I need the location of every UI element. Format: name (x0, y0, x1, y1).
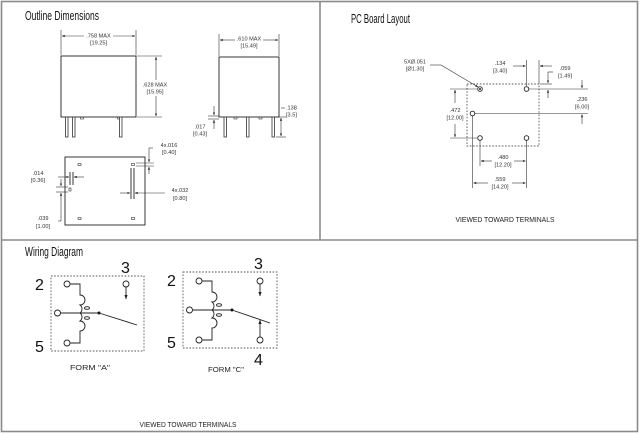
terminal-label-3: 3 (121, 260, 130, 277)
pin (72, 116, 76, 138)
relay-body-front (60, 55, 137, 118)
dim-472-mm: [12.00] (446, 116, 464, 122)
dim-236-in: .236 (577, 97, 588, 103)
dim-480-in: .480 (498, 155, 509, 161)
dim-559-in: .559 (495, 177, 506, 183)
pin-length-mm: [3.5] (286, 113, 297, 119)
dim-480-mm: [12.20] (494, 163, 512, 169)
pcb-viewed-toward-terminals: VIEWED TOWARD TERMINALS (456, 215, 555, 224)
pcb-hole (469, 110, 476, 117)
pin (119, 116, 123, 138)
side-view: .610 MAX [15.49] .017 [0.43] .138 [3.5] (193, 34, 297, 138)
terminal-label-5: 5 (35, 339, 44, 356)
dim-059-in: .059 (560, 66, 571, 72)
standoff-mm: [0.43] (193, 132, 207, 138)
pin-offset-in: .039 (38, 216, 49, 222)
armature-contact (231, 309, 271, 324)
pin (271, 116, 275, 138)
form-c-label: FORM "C" (208, 365, 244, 374)
terminal-label-4: 4 (254, 352, 263, 369)
side-width-in: .610 MAX (237, 37, 262, 43)
relay-body-side (218, 56, 280, 118)
form-c-outline (182, 271, 278, 349)
terminal-label-2: 2 (167, 273, 176, 290)
pc-board-layout-title: PC Board Layout (351, 12, 410, 26)
pin-pad (77, 163, 82, 166)
pin-width-b-mm: [0.80] (173, 196, 187, 202)
pc-board-layout-section: PC Board Layout 5XØ.051 [Ø1.30] .472 [12… (351, 12, 589, 224)
pin-length-in: .138 (286, 106, 297, 112)
relay-footprint-outline (466, 83, 540, 147)
dim-236-mm: [6.00] (575, 105, 589, 111)
wiring-viewed-toward-terminals: VIEWED TOWARD TERMINALS (140, 420, 237, 429)
pin-thickness-in: .014 (33, 171, 44, 177)
front-width-mm: [19.25] (90, 41, 108, 47)
dim-472-in: .472 (450, 108, 461, 114)
pin-offset-mm: [1.00] (36, 224, 50, 230)
terminal-label-5: 5 (167, 335, 176, 352)
terminal-label-2: 2 (35, 277, 44, 294)
pin (246, 116, 250, 138)
side-width-mm: [15.49] (240, 44, 258, 50)
form-c-diagram: 2 3 5 4 FORM "C" (167, 256, 278, 374)
armature-contact (98, 312, 138, 326)
coil (70, 283, 86, 344)
form-a-outline (50, 275, 145, 352)
front-height-mm: [15.95] (146, 90, 164, 96)
standoff-in: .017 (195, 125, 206, 131)
dim-134-mm: [3.40] (493, 69, 507, 75)
relay-body-bottom (64, 156, 146, 226)
pin-width-a-in: 4x.016 (161, 143, 178, 149)
bottom-view: .014 [0.36] .039 [1.00] 4x.016 [0.40] 4x… (31, 143, 188, 230)
pin-thickness-mm: [0.36] (31, 178, 45, 184)
hole-size-mm: [Ø1.30] (406, 67, 425, 73)
pcb-hole (523, 135, 530, 141)
pin-pad (77, 217, 82, 220)
pin-pad (131, 163, 135, 166)
outline-dimensions-section: Outline Dimensions .758 MAX [19.25] .628… (25, 9, 297, 230)
front-width-in: .758 MAX (86, 34, 111, 40)
front-view: .758 MAX [19.25] .628 MAX [15.95] (60, 30, 168, 138)
terminal-label-3: 3 (254, 256, 263, 273)
wiring-diagram-title: Wiring Diagram (25, 245, 83, 259)
outline-dimensions-title: Outline Dimensions (25, 9, 99, 23)
pin-width-a-mm: [0.40] (162, 150, 176, 156)
dim-059-mm: [1.49] (558, 74, 572, 80)
pcb-hole (523, 86, 530, 92)
dim-134-in: .134 (495, 61, 506, 67)
wiring-diagram-section: Wiring Diagram 2 3 5 FORM "A" 2 3 (25, 245, 278, 429)
coil (202, 280, 218, 341)
front-height-in: .628 MAX (143, 83, 168, 89)
pin (65, 116, 69, 138)
pin-width-b-in: 4x.032 (172, 188, 189, 194)
form-a-diagram: 2 3 5 FORM "A" (35, 260, 145, 372)
form-a-label: FORM "A" (70, 363, 111, 372)
pin-pad (131, 217, 135, 220)
pcb-hole (477, 135, 483, 141)
dim-559-mm: [14.20] (491, 185, 509, 191)
hole-size-in: 5XØ.051 (404, 60, 426, 66)
pin (223, 116, 227, 138)
